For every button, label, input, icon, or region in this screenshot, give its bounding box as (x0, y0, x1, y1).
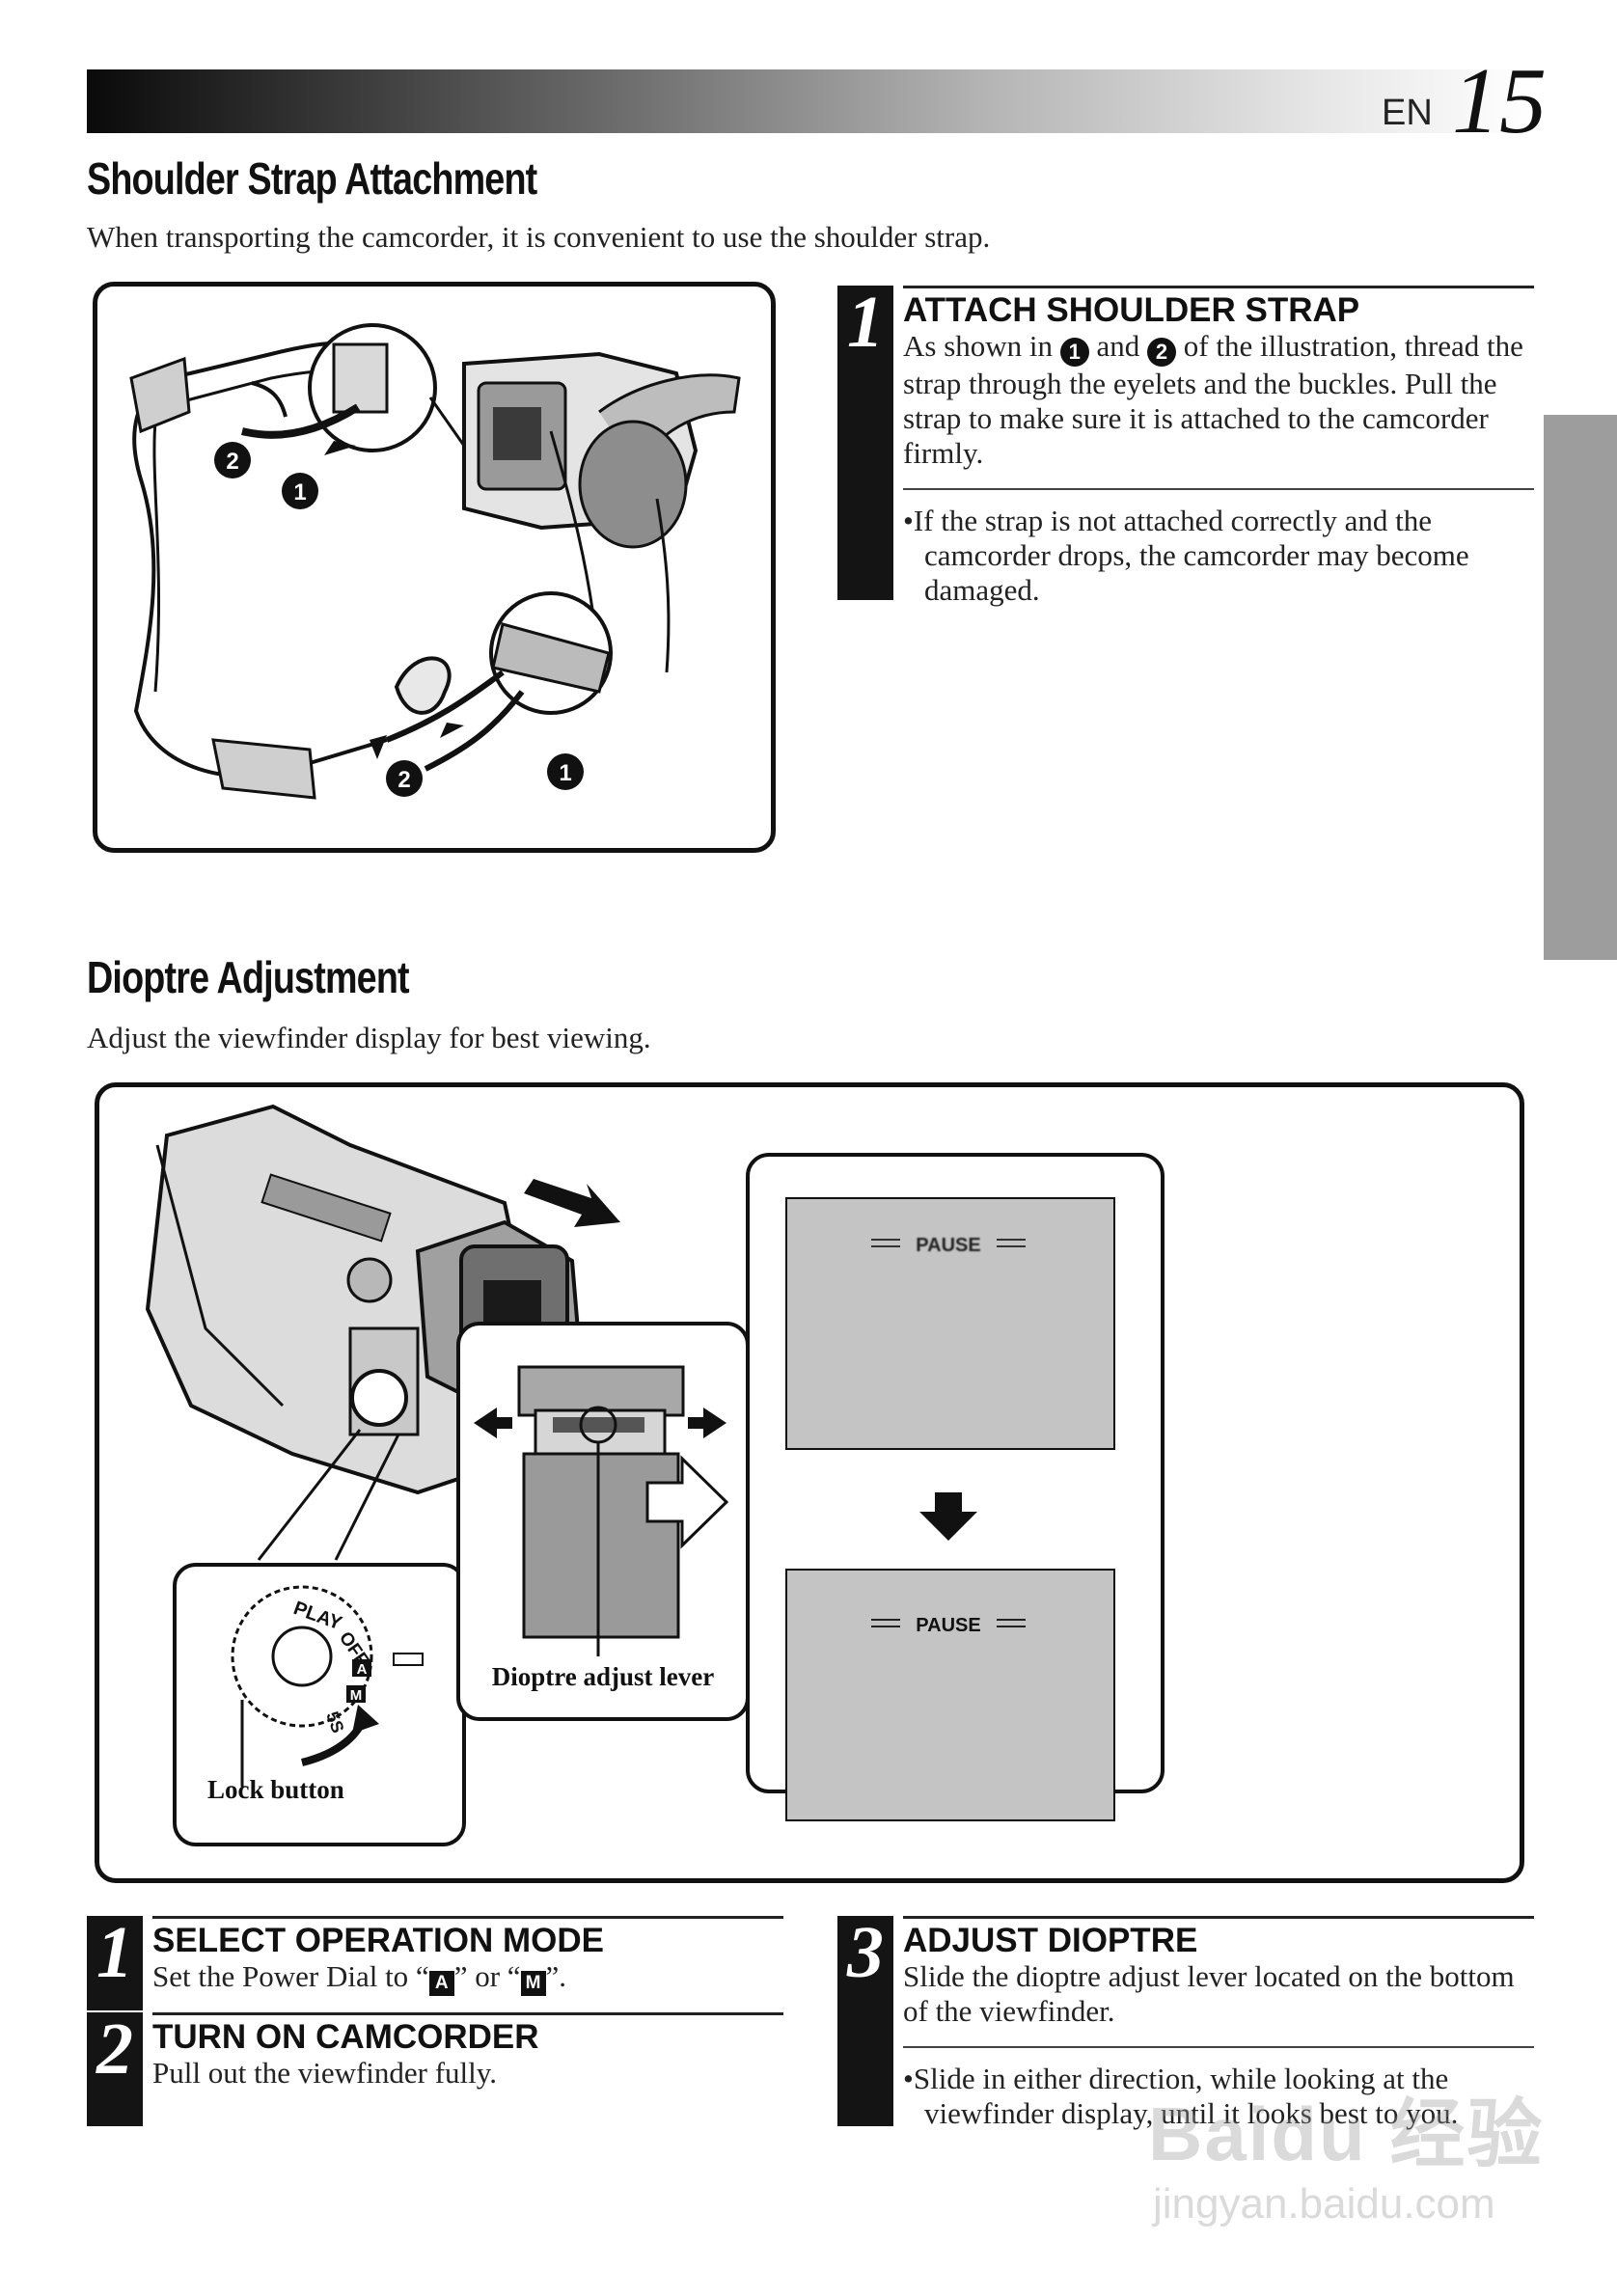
page-number: 15 (1452, 49, 1547, 153)
baidu-watermark: Baidu 经验 (1148, 2091, 1545, 2176)
pause-blurred: PAUSE (916, 1235, 980, 1256)
step-number: 1 (87, 1916, 143, 2010)
circle-number-1-icon: 1 (1059, 338, 1089, 367)
step-instruction: Pull out the viewfinder fully. (152, 2056, 498, 2090)
mode-a-icon: A (428, 1971, 454, 1996)
step-note: •Slide in either direction, while lookin… (903, 2062, 1459, 2130)
dioptre-drawing: PLAY OFF A M 5S Lock button Dioptre adju… (145, 1104, 1165, 1846)
callout-2-bottom: 2 (386, 760, 423, 797)
watermark-url: jingyan.baidu.com (1153, 2180, 1495, 2228)
svg-text:1: 1 (559, 760, 571, 786)
step-number: 1 (837, 286, 893, 600)
lock-button-label: Lock button (207, 1775, 344, 1804)
step-select-mode: 1 SELECT OPERATION MODE Set the Power Di… (87, 1916, 783, 2126)
step-number: 3 (837, 1916, 893, 2126)
dioptre-lever-label: Dioptre adjust lever (492, 1662, 714, 1691)
circle-number-2-icon: 2 (1147, 338, 1177, 367)
dioptre-title: Dioptre Adjustment (87, 952, 410, 1002)
strap-illustration: 2 1 2 1 (93, 282, 776, 853)
step-note: •If the strap is not attached correctly … (903, 504, 1469, 607)
step-heading: ADJUST DIOPTRE (903, 1922, 1198, 1959)
shoulder-strap-title: Shoulder Strap Attachment (87, 153, 537, 204)
step-number: 2 (87, 2012, 143, 2126)
side-thumb-tab (1544, 415, 1617, 960)
svg-text:1: 1 (293, 479, 306, 506)
pause-sharp: PAUSE (916, 1615, 980, 1636)
svg-text:M: M (350, 1687, 363, 1704)
svg-text:A: A (357, 1661, 368, 1678)
mode-m-icon: M (520, 1971, 546, 1996)
step-turn-on: 2 TURN ON CAMCORDER Pull out the viewfin… (87, 2012, 783, 2126)
callout-2-top: 2 (214, 442, 251, 478)
dioptre-intro: Adjust the viewfinder display for best v… (87, 1021, 651, 1054)
header-gradient-bar (87, 69, 1534, 133)
shoulder-strap-intro: When transporting the camcorder, it is c… (87, 220, 991, 254)
language-code: EN (1382, 93, 1433, 133)
step-instruction: As shown in 1 and 2 of the illustration,… (903, 329, 1523, 470)
svg-text:2: 2 (226, 449, 238, 475)
step-heading: SELECT OPERATION MODE (152, 1922, 604, 1959)
svg-text:2: 2 (397, 767, 410, 793)
dioptre-illustration: PLAY OFF A M 5S Lock button Dioptre adju… (95, 1082, 1524, 1883)
step-heading: ATTACH SHOULDER STRAP (903, 291, 1360, 329)
step-adjust-dioptre: 3 ADJUST DIOPTRE Slide the dioptre adjus… (837, 1916, 1534, 2130)
callout-1-top: 1 (282, 473, 318, 509)
step-instruction: Set the Power Dial to “A” or “M”. (152, 1959, 783, 1996)
callout-1-bottom: 1 (547, 753, 584, 790)
step-attach-strap: 1 ATTACH SHOULDER STRAP As shown in 1 an… (837, 286, 1534, 607)
strap-drawing: 2 1 2 1 (129, 323, 741, 800)
step-instruction: Slide the dioptre adjust lever located o… (903, 1959, 1515, 2028)
step-heading: TURN ON CAMCORDER (152, 2018, 539, 2056)
